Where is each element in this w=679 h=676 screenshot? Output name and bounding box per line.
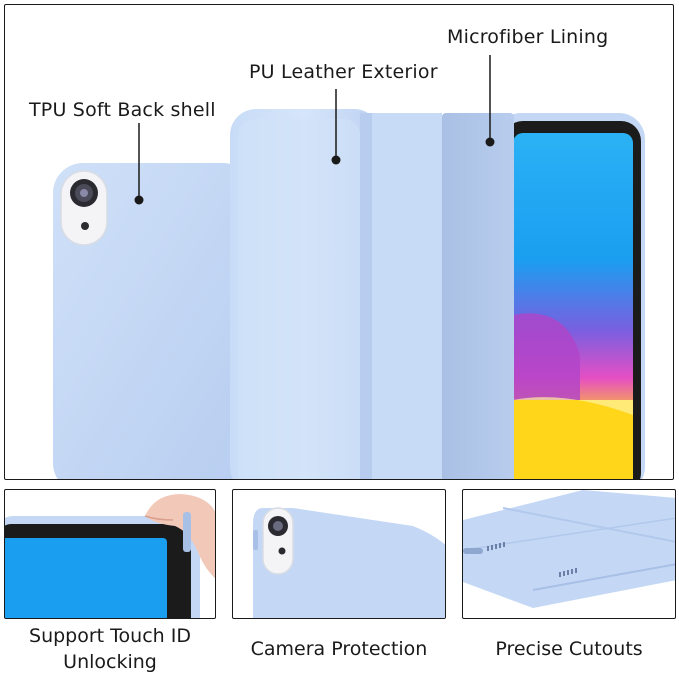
port-cutout — [463, 548, 483, 554]
caption-precise-cutouts: Precise Cutouts — [495, 638, 643, 660]
cutouts-case-body — [463, 490, 675, 608]
callout-tpu-back-shell: TPU Soft Back shell — [29, 99, 216, 121]
flash-icon — [81, 222, 89, 230]
microfiber-lining — [442, 113, 514, 479]
touch-id-screen — [5, 538, 167, 618]
speaker-cutout — [487, 542, 577, 577]
caption-touch-id-line1: Support Touch ID — [29, 625, 191, 647]
main-product-panel: TPU Soft Back shell PU Leather Exterior … — [4, 4, 674, 480]
cover-fold-middle — [372, 113, 442, 479]
camera-case-body — [253, 508, 445, 618]
caption-touch-id-line2: Unlocking — [63, 651, 157, 673]
finger-icon — [145, 494, 215, 579]
caption-camera-protection: Camera Protection — [250, 638, 428, 660]
camera-protection-panel — [232, 489, 446, 619]
case-illustration — [53, 55, 645, 479]
touch-id-panel — [4, 489, 216, 619]
camera-illustration — [253, 507, 445, 618]
callout-pu-leather-exterior: PU Leather Exterior — [249, 61, 438, 83]
tpu-back-shell — [53, 163, 253, 479]
caption-touch-id: Support Touch ID Unlocking — [10, 623, 210, 675]
touch-id-illustration — [5, 494, 215, 618]
precise-cutouts-panel — [462, 489, 676, 619]
callout-microfiber-lining: Microfiber Lining — [447, 26, 609, 48]
cutouts-illustration — [463, 490, 675, 608]
